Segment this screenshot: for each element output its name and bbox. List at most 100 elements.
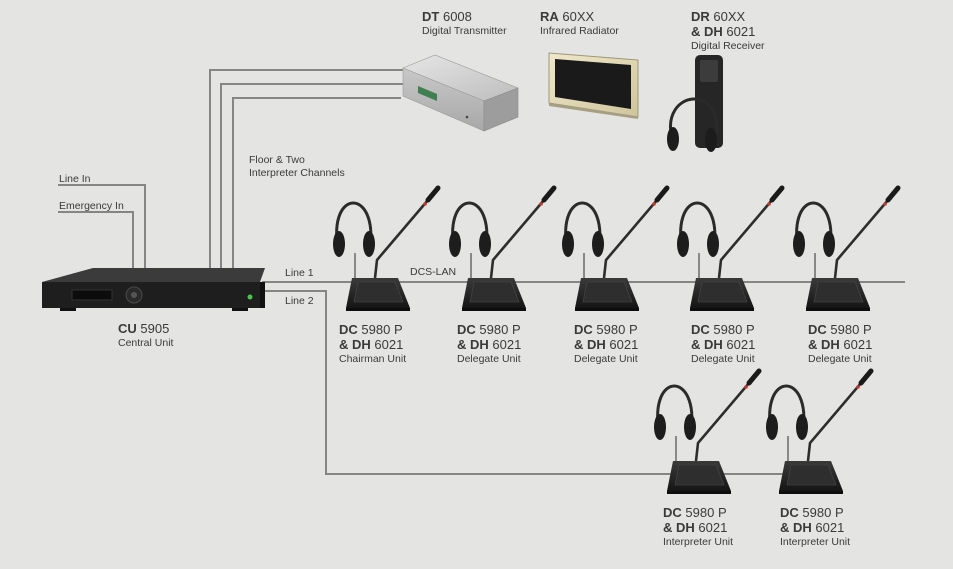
microphone-head xyxy=(746,368,762,386)
headphones-cup xyxy=(823,231,835,257)
unit-code: DC xyxy=(457,322,476,337)
microphone-gooseneck xyxy=(833,192,895,279)
speaker-grille xyxy=(353,281,404,303)
unit-desc: Interpreter Unit xyxy=(663,535,734,548)
floor-channels-line1: Floor & Two xyxy=(249,154,305,166)
unit-model2: 6021 xyxy=(698,519,728,535)
floor-channel-cable-1 xyxy=(209,69,406,268)
unit-model: 5980 P xyxy=(713,322,755,337)
dt-model: 6008 xyxy=(442,9,472,24)
unit-model2: 6021 xyxy=(843,336,873,352)
unit-label: DC 5980 P & DH 6021 Chairman Unit xyxy=(339,322,407,365)
unit-foot xyxy=(667,491,731,494)
unit-model: 5980 P xyxy=(830,322,872,337)
headphones-cup xyxy=(707,231,719,257)
dr-code2: & DH xyxy=(691,23,723,39)
unit-desc: Chairman Unit xyxy=(339,352,407,365)
cu-model: 5905 xyxy=(140,321,170,336)
unit-desc: Delegate Unit xyxy=(574,352,638,365)
unit-code2: & DH xyxy=(457,336,489,352)
speaker-grille xyxy=(697,281,748,303)
digital-receiver-device xyxy=(667,55,723,152)
cu-code: CU xyxy=(118,321,137,336)
unit-code2: & DH xyxy=(574,336,606,352)
speaker-grille xyxy=(469,281,520,303)
unit-label: DC 5980 P & DH 6021 Delegate Unit xyxy=(691,322,756,365)
headphones-band xyxy=(656,384,694,432)
headphones-cup xyxy=(449,231,461,257)
mic-led xyxy=(423,202,427,206)
headphones-cup xyxy=(363,231,375,257)
mic-led xyxy=(652,202,656,206)
infrared-radiator-device xyxy=(548,52,639,119)
microphone-gooseneck xyxy=(806,375,868,462)
dt-desc: Digital Transmitter xyxy=(422,24,507,37)
mic-led xyxy=(767,202,771,206)
unit-label: DC 5980 P & DH 6021 Delegate Unit xyxy=(457,322,522,365)
microphone-head xyxy=(769,185,785,203)
dr-model2: 6021 xyxy=(726,23,756,39)
unit-code: DC xyxy=(574,322,593,337)
line2-label: Line 2 xyxy=(285,295,314,307)
headphones-band xyxy=(335,201,373,249)
headphones-cup xyxy=(793,231,805,257)
unit-model2: 6021 xyxy=(726,336,756,352)
floor-channel-cable-3 xyxy=(232,97,401,268)
conference-unit-device xyxy=(333,185,441,311)
microphone-gooseneck xyxy=(489,192,551,279)
unit-model: 5980 P xyxy=(596,322,638,337)
unit-model2: 6021 xyxy=(492,336,522,352)
unit-code2: & DH xyxy=(691,336,723,352)
unit-code: DC xyxy=(808,322,827,337)
headphones-cup xyxy=(684,414,696,440)
headphones-cup xyxy=(796,414,808,440)
dr-code: DR xyxy=(691,9,710,24)
central-unit-device xyxy=(42,268,265,311)
microphone-gooseneck xyxy=(373,192,435,279)
unit-code: DC xyxy=(780,505,799,520)
unit-model2: 6021 xyxy=(815,519,845,535)
emergency-in-cable xyxy=(58,211,134,270)
unit-code: DC xyxy=(691,322,710,337)
dt-code: DT xyxy=(422,9,440,24)
conference-unit-device xyxy=(562,185,670,311)
floor-channel-cable-2 xyxy=(220,83,403,268)
floor-channels-label: Floor & Two Interpreter Channels xyxy=(249,154,345,180)
line2-cable xyxy=(262,290,790,475)
headphones-cup xyxy=(562,231,574,257)
microphone-gooseneck xyxy=(602,192,664,279)
unit-label: DC 5980 P & DH 6021 Delegate Unit xyxy=(808,322,873,365)
line-in-cable xyxy=(58,184,146,270)
unit-desc: Delegate Unit xyxy=(691,352,755,365)
unit-label: DC 5980 P & DH 6021 Delegate Unit xyxy=(574,322,638,365)
cu-desc: Central Unit xyxy=(118,336,174,349)
ra-desc: Infrared Radiator xyxy=(540,24,619,37)
conference-unit-device xyxy=(793,185,901,311)
dt-label: DT 6008 Digital Transmitter xyxy=(422,9,507,37)
digital-transmitter-device xyxy=(402,54,519,132)
unit-desc: Delegate Unit xyxy=(457,352,521,365)
unit-code: DC xyxy=(339,322,358,337)
unit-code2: & DH xyxy=(339,336,371,352)
speaker-grille xyxy=(674,464,725,486)
microphone-gooseneck xyxy=(694,375,756,462)
unit-model: 5980 P xyxy=(479,322,521,337)
microphone-head xyxy=(885,185,901,203)
unit-code2: & DH xyxy=(663,519,695,535)
headphones-cup xyxy=(479,231,491,257)
microphone-head xyxy=(654,185,670,203)
unit-foot xyxy=(462,308,526,311)
ra-code: RA xyxy=(540,9,559,24)
microphone-gooseneck xyxy=(717,192,779,279)
conference-unit-device xyxy=(766,368,874,494)
conference-units xyxy=(333,185,901,494)
headphones-cup xyxy=(654,414,666,440)
unit-model: 5980 P xyxy=(361,322,403,337)
power-led xyxy=(247,294,253,300)
unit-desc: Delegate Unit xyxy=(808,352,872,365)
headphones-cup xyxy=(592,231,604,257)
unit-code: DC xyxy=(663,505,682,520)
mic-led xyxy=(539,202,543,206)
